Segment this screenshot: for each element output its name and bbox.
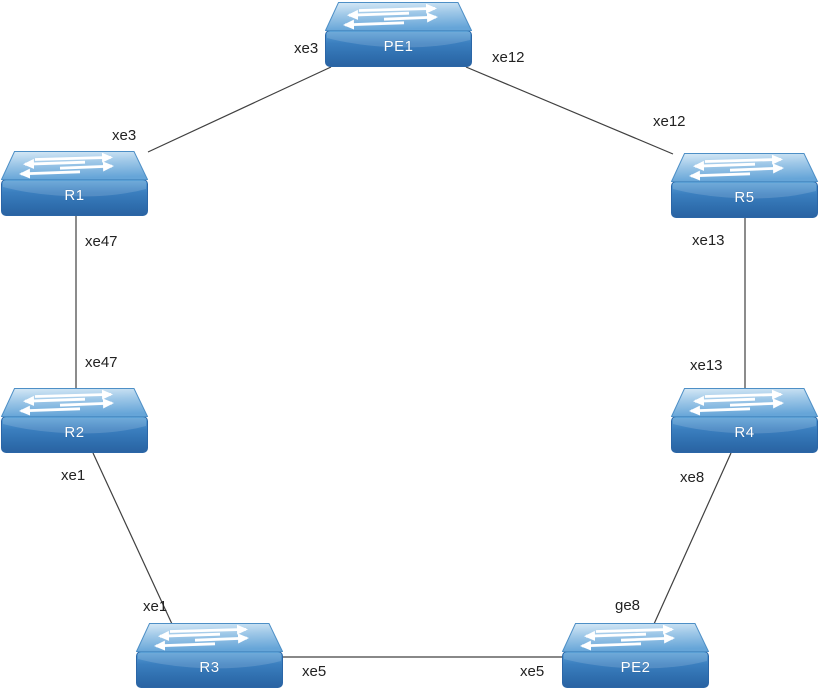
if-label-r3-xe1: xe1 (143, 598, 168, 615)
link-line-pe1-r5 (465, 66, 674, 155)
switch-icon (1, 388, 148, 453)
if-label-pe1-xe12: xe12 (492, 49, 525, 66)
node-r3[interactable]: R3 (136, 623, 283, 688)
switch-icon (562, 623, 709, 688)
node-r4[interactable]: R4 (671, 388, 818, 453)
if-label-r2-xe47: xe47 (85, 354, 118, 371)
if-label-r4-xe13: xe13 (690, 357, 723, 374)
node-label-r4: R4 (734, 424, 755, 441)
switch-icon (1, 151, 148, 216)
if-label-pe1-xe3: xe3 (294, 40, 319, 57)
if-label-r3-xe5: xe5 (302, 663, 327, 680)
node-r2[interactable]: R2 (1, 388, 148, 453)
node-label-r5: R5 (734, 189, 755, 206)
switch-icon (325, 2, 472, 67)
node-label-r2: R2 (64, 424, 85, 441)
node-label-pe2: PE2 (620, 659, 651, 676)
link-line-pe1-r1 (147, 66, 332, 153)
node-r1[interactable]: R1 (1, 151, 148, 216)
switch-icon (671, 388, 818, 453)
node-label-r3: R3 (199, 659, 220, 676)
node-r5[interactable]: R5 (671, 153, 818, 218)
if-label-pe2-xe5: xe5 (520, 663, 545, 680)
node-pe2[interactable]: PE2 (562, 623, 709, 688)
if-label-r1-xe47: xe47 (85, 233, 118, 250)
if-label-r5-xe13: xe13 (692, 232, 725, 249)
if-label-r5-xe12: xe12 (653, 113, 686, 130)
switch-icon (136, 623, 283, 688)
if-label-r4-xe8: xe8 (680, 469, 705, 486)
switch-icon (671, 153, 818, 218)
node-pe1[interactable]: PE1 (325, 2, 472, 67)
if-label-pe2-ge8: ge8 (615, 597, 641, 614)
node-label-r1: R1 (64, 187, 85, 204)
if-label-r2-xe1: xe1 (61, 467, 86, 484)
if-label-r1-xe3: xe3 (112, 127, 137, 144)
node-label-pe1: PE1 (383, 38, 414, 55)
